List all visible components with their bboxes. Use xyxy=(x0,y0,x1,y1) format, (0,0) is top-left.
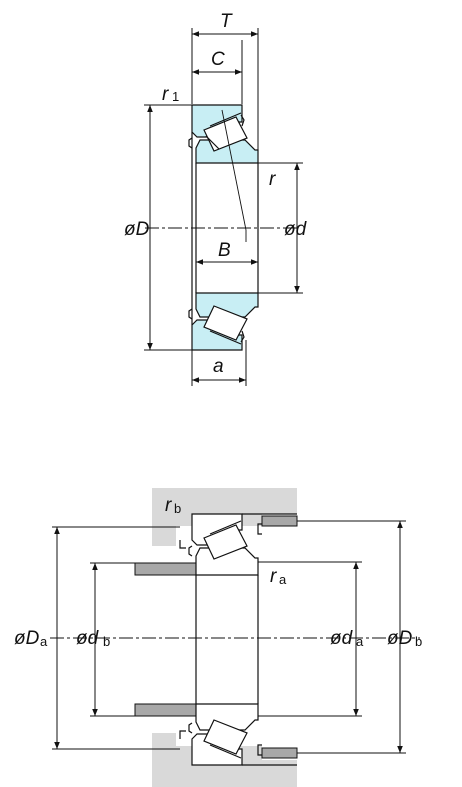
dim-d xyxy=(258,162,303,294)
label-Da: øD a xyxy=(14,628,48,649)
shaft-shading xyxy=(134,515,298,759)
dim-a xyxy=(191,340,247,386)
roller-bottom xyxy=(203,305,248,341)
svg-text:1: 1 xyxy=(172,89,179,104)
dim-T xyxy=(191,28,259,150)
svg-text:r: r xyxy=(162,84,169,105)
label-d: ød xyxy=(284,219,308,240)
top-bearing-section xyxy=(188,104,259,351)
label-r: r xyxy=(269,169,276,190)
svg-text:a: a xyxy=(356,634,364,649)
bottom-roller-top xyxy=(203,524,248,560)
label-B: B xyxy=(218,240,231,261)
svg-text:r: r xyxy=(270,566,277,587)
dim-C xyxy=(192,40,243,104)
label-ra: r a xyxy=(270,566,287,587)
label-rb: r b xyxy=(165,495,181,516)
svg-text:r: r xyxy=(165,495,172,516)
svg-text:a: a xyxy=(279,572,287,587)
roller-top xyxy=(203,116,248,152)
svg-text:ød: ød xyxy=(330,628,354,649)
dim-D xyxy=(144,104,192,351)
svg-text:b: b xyxy=(103,634,110,649)
label-db: ød b xyxy=(76,628,110,649)
label-Db: øD b xyxy=(387,628,422,649)
label-T: T xyxy=(220,11,233,32)
label-C: C xyxy=(211,49,225,70)
svg-text:b: b xyxy=(415,634,422,649)
svg-text:b: b xyxy=(174,501,181,516)
svg-text:ød: ød xyxy=(76,628,100,649)
label-a: a xyxy=(213,356,224,377)
svg-text:øD: øD xyxy=(387,628,413,649)
label-r1: r 1 xyxy=(162,84,179,105)
svg-text:a: a xyxy=(40,634,48,649)
bottom-inner-ring-bottom xyxy=(195,703,259,731)
label-D: øD xyxy=(124,219,150,240)
bottom-roller-bottom xyxy=(203,719,248,755)
label-da: ød a xyxy=(330,628,364,649)
svg-text:øD: øD xyxy=(14,628,40,649)
bottom-bearing-section xyxy=(179,513,297,766)
